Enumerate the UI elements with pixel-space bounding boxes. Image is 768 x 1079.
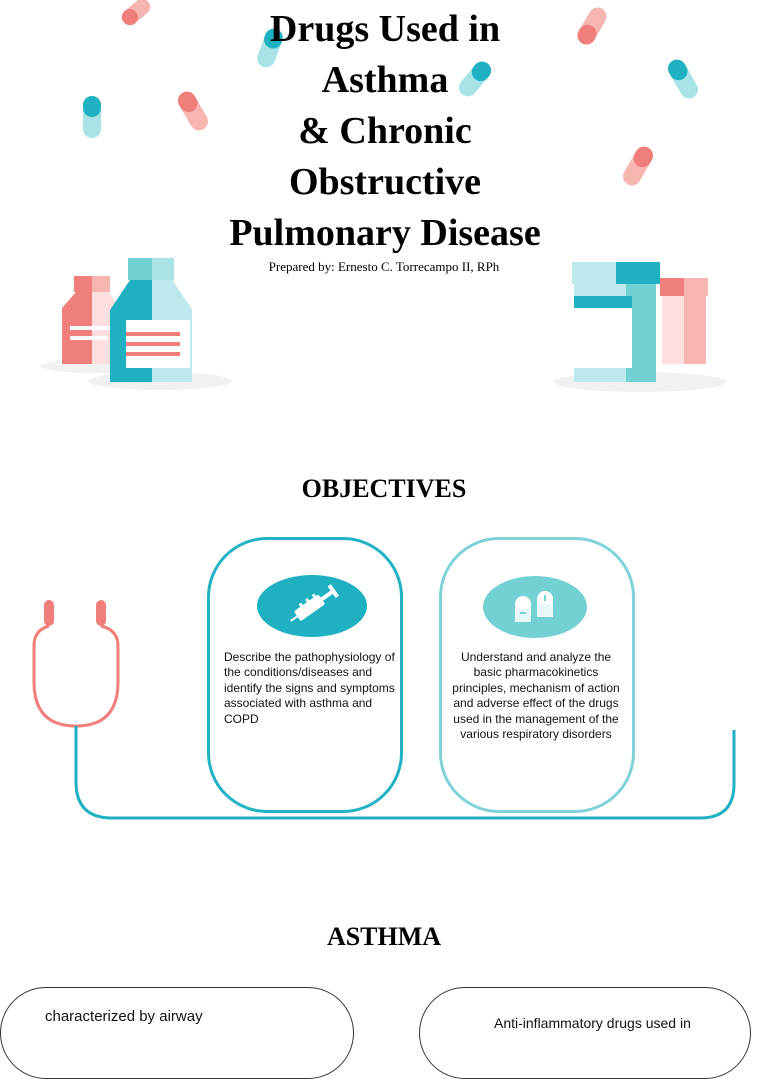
medicine-bottles-icon (40, 258, 232, 390)
pill-icon (83, 96, 101, 138)
pill-icon (257, 28, 283, 68)
title-line: & Chronic (298, 110, 472, 152)
medicine-jars-icon (554, 262, 726, 392)
asthma-card: characterized by airway (0, 987, 354, 1079)
capsules-icon (483, 576, 587, 638)
page-title: Drugs Used in Asthma & Chronic Obstructi… (150, 4, 620, 259)
objective-text: Understand and analyze the basic pharmac… (452, 650, 620, 742)
asthma-heading: ASTHMA (326, 922, 442, 951)
pill-icon (121, 0, 151, 26)
stethoscope-icon (32, 600, 736, 820)
objective-text: Describe the pathophysiology of the cond… (224, 650, 395, 726)
pill-icon (577, 7, 607, 45)
title-line: Pulmonary Disease (229, 212, 541, 254)
author-byline: Prepared by: Ernesto C. Torrecampo II, R… (268, 259, 500, 274)
asthma-card-text: characterized by airway (45, 1008, 203, 1025)
title-line: Asthma (321, 59, 449, 101)
objective-card: Describe the pathophysiology of the cond… (207, 537, 403, 813)
pill-icon (623, 146, 653, 186)
decorative-illustrations (32, 0, 736, 820)
syringe-icon (257, 575, 367, 637)
objective-card: Understand and analyze the basic pharmac… (439, 537, 635, 813)
objectives-heading: OBJECTIVES (301, 474, 467, 503)
pill-icon (668, 59, 698, 99)
pill-icon (178, 91, 208, 131)
title-line: Obstructive (288, 161, 482, 203)
pill-icon (458, 61, 492, 97)
asthma-card: Anti-inflammatory drugs used in (419, 987, 751, 1079)
asthma-card-text: Anti-inflammatory drugs used in (494, 1015, 691, 1031)
title-line: Drugs Used in (269, 8, 501, 50)
